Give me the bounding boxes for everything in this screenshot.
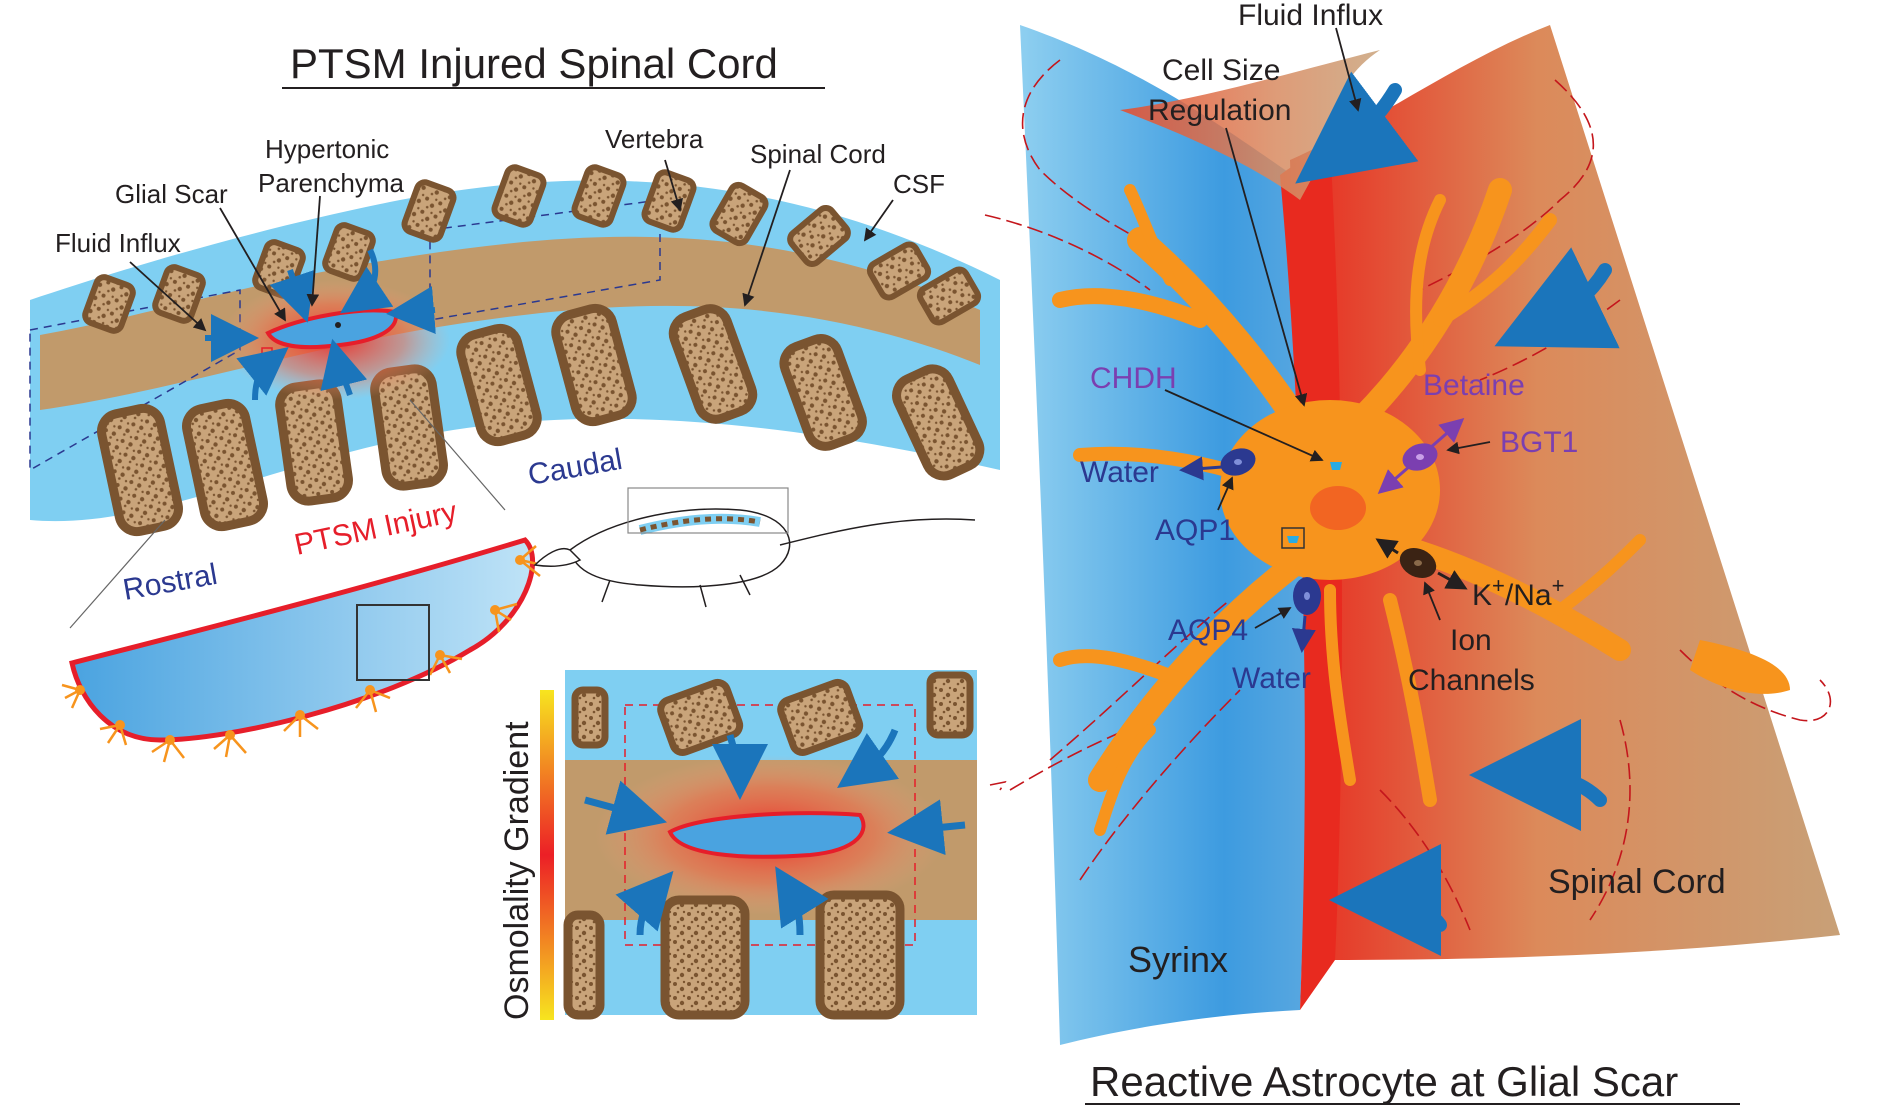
osmolality-label: Osmolality Gradient [498,721,536,1020]
label-channels: Channels [1408,664,1535,697]
right-panel: Fluid Influx Cell Size Regulation CHDH B… [985,0,1840,1105]
label-spinal-cord-left: Spinal Cord [750,139,886,169]
bgt1-pore [1416,454,1424,460]
inset-vertebra [575,690,605,745]
astro-nucleus [1310,486,1366,530]
label-spinal-cord-right: Spinal Cord [1548,863,1726,901]
dashed-process [990,782,1005,790]
osmolality-bar [540,690,554,1020]
inset-vertebra [930,675,970,735]
influx-arrow [410,310,435,312]
label-water-top: Water [1080,456,1159,489]
label-betaine: Betaine [1423,369,1525,402]
label-ion: Ion [1450,624,1492,657]
label-water-bottom: Water [1232,662,1311,695]
ion-k-plus: + [1492,573,1505,598]
rat-tail [780,519,975,545]
inset-panel: Osmolality Gradient [498,670,977,1020]
inset-arrow [915,825,965,830]
inset-vertebra [665,900,745,1015]
astrocyte [225,730,235,740]
label-csf: CSF [893,169,945,199]
aqp4-pore [1304,592,1310,600]
aqp1-pore [1234,459,1242,465]
astrocyte [435,650,445,660]
astrocyte [365,685,375,695]
left-panel: PTSM Injured Spinal Cord Hypertonic Pare… [30,40,1000,762]
label-ion-formula: K+/Na+ [1472,573,1564,612]
label-ptsm-injury: PTSM Injury [292,495,460,562]
astrocyte [490,605,500,615]
inset-vertebra [568,915,600,1015]
label-fluid-influx-left: Fluid Influx [55,228,181,258]
chdh-marker [1330,462,1342,470]
syrinx-dot [335,322,341,328]
ion-pore [1414,560,1422,566]
label-syrinx: Syrinx [1128,939,1228,980]
right-title: Reactive Astrocyte at Glial Scar [1090,1058,1678,1105]
label-regulation: Regulation [1148,94,1291,127]
label-chdh: CHDH [1090,362,1177,395]
ion-na-plus: + [1552,573,1565,598]
left-title: PTSM Injured Spinal Cord [290,40,778,87]
label-cell-size: Cell Size [1162,54,1280,87]
label-fluid-influx-right: Fluid Influx [1238,0,1383,32]
label-aqp4: AQP4 [1168,614,1248,647]
label-rostral: Rostral [120,558,219,607]
label-vertebra: Vertebra [605,124,704,154]
astrocyte [115,720,125,730]
astrocyte [295,710,305,720]
label-caudal: Caudal [525,443,624,492]
ion-k: K [1472,579,1492,612]
astrocyte [515,555,525,565]
astrocyte [75,685,85,695]
ion-na: Na [1513,579,1552,612]
label-glial-scar: Glial Scar [115,179,228,209]
label-aqp1: AQP1 [1155,514,1235,547]
inset-vertebra [820,895,900,1015]
label-bgt1: BGT1 [1500,426,1578,459]
astrocyte [165,735,175,745]
label-hypertonic-1: Hypertonic [265,134,389,164]
aqp-marker [1287,536,1299,543]
label-hypertonic-2: Parenchyma [258,168,404,198]
